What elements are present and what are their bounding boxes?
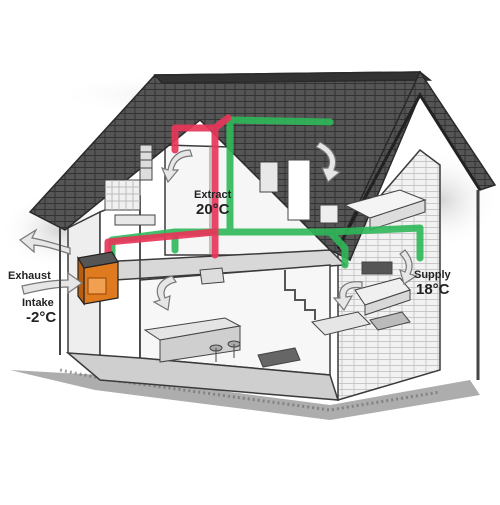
ground-floor-furniture — [143, 261, 411, 368]
intake-temp: -2°C — [26, 309, 57, 326]
supply-temp: 18°C — [416, 281, 450, 298]
extract-temp: 20°C — [196, 201, 230, 218]
extract-label: Extract — [194, 189, 232, 201]
intake-label: Intake — [22, 297, 54, 309]
extract-ducts — [104, 114, 232, 264]
supply-label: Supply — [414, 269, 451, 281]
exhaust-label: Exhaust — [8, 270, 51, 282]
extract-duct-main — [104, 124, 219, 264]
upper-floor-furniture — [104, 144, 427, 231]
air-flow-arrow-icon — [18, 141, 418, 312]
ventilation-unit-icon — [77, 251, 119, 306]
